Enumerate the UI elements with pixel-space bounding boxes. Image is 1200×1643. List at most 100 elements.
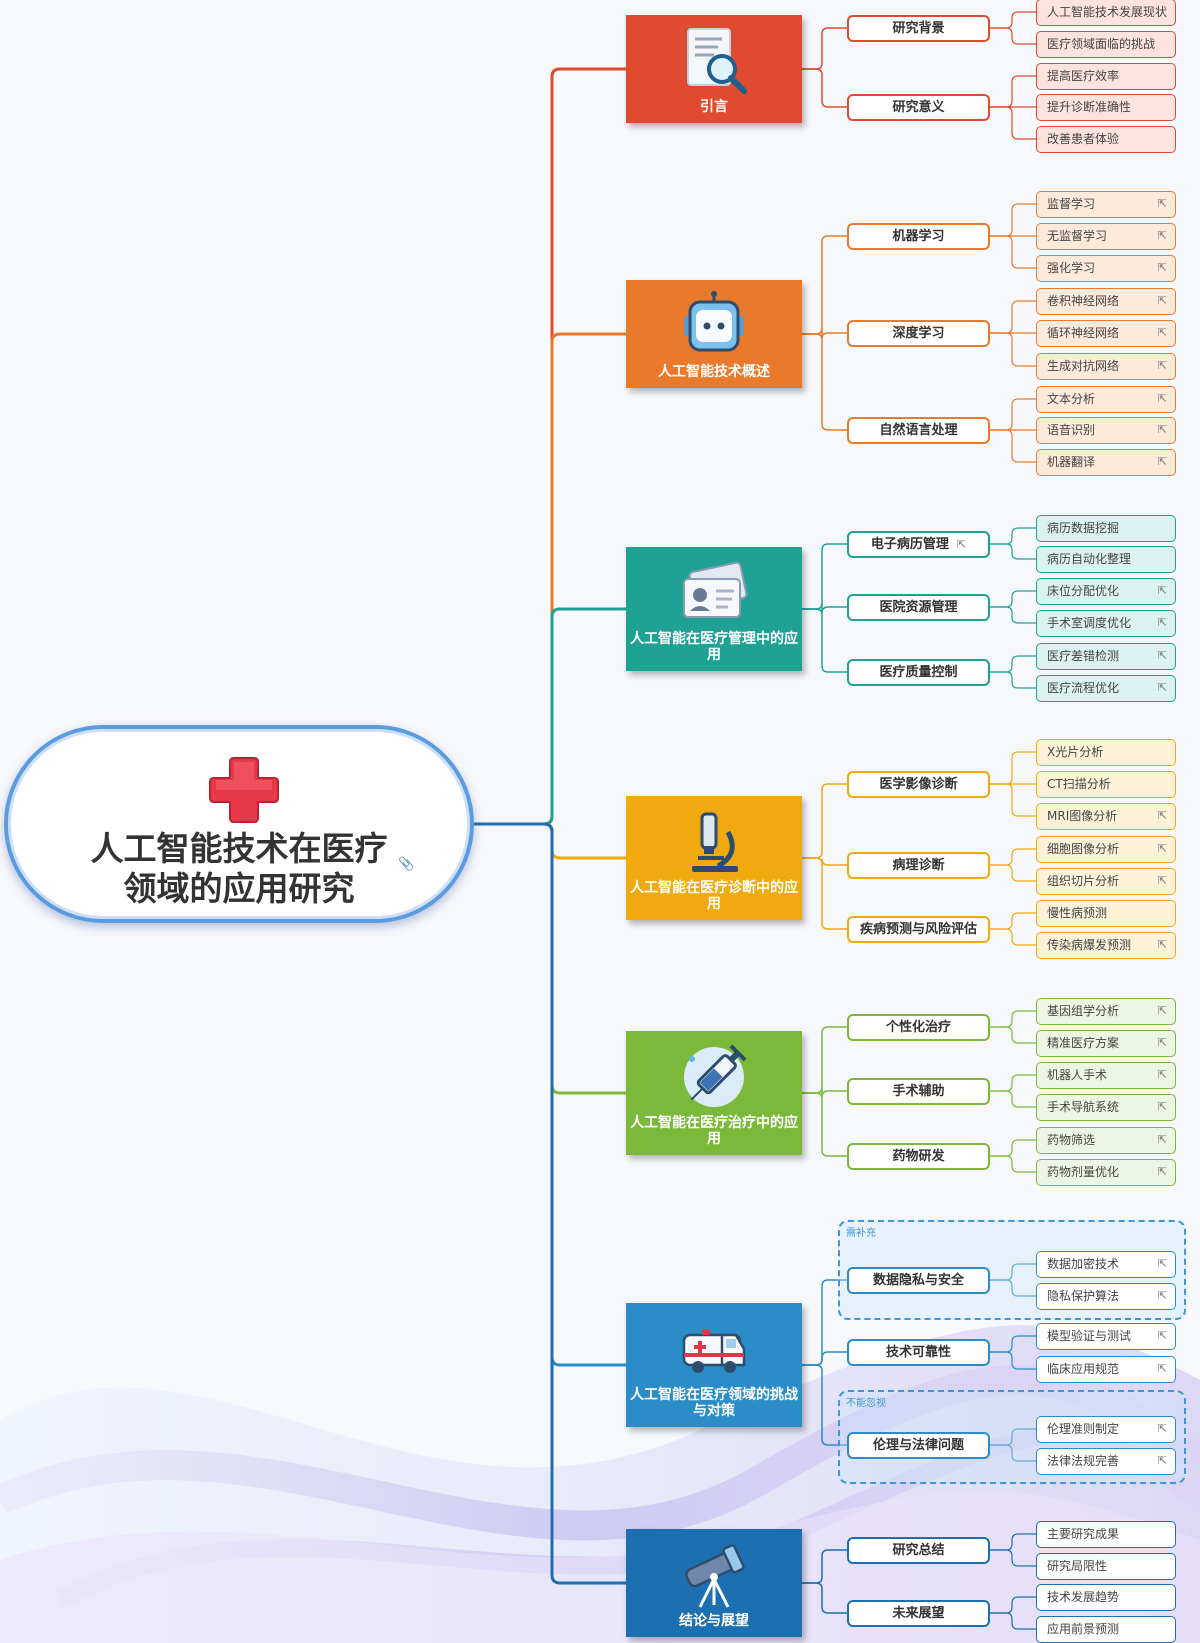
external-link-icon[interactable]: ⇱ [1157,583,1167,597]
topic-node[interactable]: 医院资源管理 [847,593,990,621]
subtopic-node[interactable]: X光片分析 [1036,738,1176,766]
subtopic-node[interactable]: 机器人手术⇱ [1036,1061,1176,1089]
branch-treatment[interactable]: 人工智能在医疗治疗中的应用 [626,1031,802,1155]
topic-node[interactable]: 手术辅助 [847,1077,990,1105]
external-link-icon[interactable]: ⇱ [1157,615,1167,629]
topic-node[interactable]: 机器学习 [847,222,990,250]
topic-node[interactable]: 数据隐私与安全 [847,1266,990,1294]
external-link-icon[interactable]: ⇱ [1157,1288,1167,1302]
external-link-icon[interactable]: ⇱ [1157,808,1167,822]
subtopic-node[interactable]: 循环神经网络⇱ [1036,319,1176,347]
topic-node[interactable]: 医疗质量控制 [847,658,990,686]
subtopic-node[interactable]: 数据加密技术⇱ [1036,1250,1176,1278]
external-link-icon[interactable]: ⇱ [1157,391,1167,405]
topic-node[interactable]: 研究总结 [847,1536,990,1564]
subtopic-node[interactable]: 语音识别⇱ [1036,416,1176,444]
external-link-icon[interactable]: ⇱ [1157,1132,1167,1146]
topic-node[interactable]: 伦理与法律问题 [847,1431,990,1459]
subtopic-node[interactable]: 临床应用规范⇱ [1036,1355,1176,1383]
root-node[interactable]: 人工智能技术在医疗 领域的应用研究 📎 [4,725,474,923]
subtopic-node[interactable]: 伦理准则制定⇱ [1036,1415,1176,1443]
topic-node[interactable]: 药物研发 [847,1142,990,1170]
topic-node[interactable]: 电子病历管理⇱ [847,530,990,558]
topic-node[interactable]: 病理诊断 [847,851,990,879]
topic-node[interactable]: 个性化治疗 [847,1013,990,1041]
external-link-icon[interactable]: ⇱ [1157,1421,1167,1435]
external-link-icon[interactable]: ⇱ [1157,1035,1167,1049]
external-link-icon[interactable]: ⇱ [1157,454,1167,468]
external-link-icon[interactable]: ⇱ [1157,1164,1167,1178]
subtopic-node[interactable]: 手术导航系统⇱ [1036,1093,1176,1121]
subtopic-node[interactable]: 医疗流程优化⇱ [1036,674,1176,702]
external-link-icon[interactable]: ⇱ [1157,1099,1167,1113]
subtopic-node[interactable]: 药物筛选⇱ [1036,1126,1176,1154]
external-link-icon[interactable]: ⇱ [1157,648,1167,662]
subtopic-node[interactable]: 慢性病预测 [1036,899,1176,927]
external-link-icon[interactable]: ⇱ [1157,1256,1167,1270]
topic-node[interactable]: 技术可靠性 [847,1338,990,1366]
topic-node[interactable]: 疾病预测与风险评估 [847,915,990,943]
branch-challenges[interactable]: 人工智能在医疗领域的挑战与对策 [626,1303,802,1427]
branch-overview[interactable]: 人工智能技术概述 [626,280,802,388]
subtopic-node[interactable]: 组织切片分析⇱ [1036,867,1176,895]
subtopic-node[interactable]: 手术室调度优化⇱ [1036,609,1176,637]
external-link-icon[interactable]: ⇱ [1157,873,1167,887]
external-link-icon[interactable]: ⇱ [1157,196,1167,210]
subtopic-node[interactable]: CT扫描分析 [1036,770,1176,798]
topic-node[interactable]: 自然语言处理 [847,416,990,444]
subtopic-node[interactable]: 法律法规完善⇱ [1036,1447,1176,1475]
topic-node[interactable]: 医学影像诊断 [847,770,990,798]
branch-intro[interactable]: 引言 [626,15,802,123]
subtopic-node[interactable]: 隐私保护算法⇱ [1036,1282,1176,1310]
subtopic-node[interactable]: MRI图像分析⇱ [1036,802,1176,830]
subtopic-node[interactable]: 技术发展趋势 [1036,1583,1176,1611]
branch-management[interactable]: 人工智能在医疗管理中的应用 [626,547,802,671]
external-link-icon[interactable]: ⇱ [956,537,967,551]
subtopic-node[interactable]: 传染病爆发预测⇱ [1036,931,1176,959]
subtopic-node[interactable]: 改善患者体验 [1036,125,1176,153]
branch-diagnosis[interactable]: 人工智能在医疗诊断中的应用 [626,796,802,920]
subtopic-node[interactable]: 药物剂量优化⇱ [1036,1158,1176,1186]
external-link-icon[interactable]: ⇱ [1157,228,1167,242]
external-link-icon[interactable]: ⇱ [1157,1067,1167,1081]
subtopic-node[interactable]: 卷积神经网络⇱ [1036,287,1176,315]
subtopic-node[interactable]: 机器翻译⇱ [1036,448,1176,476]
external-link-icon[interactable]: ⇱ [1157,1003,1167,1017]
branch-conclusion[interactable]: 结论与展望 [626,1529,802,1637]
subtopic-node[interactable]: 文本分析⇱ [1036,385,1176,413]
subtopic-node[interactable]: 病历自动化整理 [1036,545,1176,573]
subtopic-node[interactable]: 精准医疗方案⇱ [1036,1029,1176,1057]
subtopic-node[interactable]: 模型验证与测试⇱ [1036,1322,1176,1350]
subtopic-node[interactable]: 强化学习⇱ [1036,254,1176,282]
subtopic-node[interactable]: 病历数据挖掘 [1036,514,1176,542]
topic-node[interactable]: 未来展望 [847,1599,990,1627]
external-link-icon[interactable]: ⇱ [1157,325,1167,339]
subtopic-node[interactable]: 主要研究成果 [1036,1520,1176,1548]
external-link-icon[interactable]: ⇱ [1157,1453,1167,1467]
paperclip-icon[interactable]: 📎 [398,857,415,872]
external-link-icon[interactable]: ⇱ [1157,422,1167,436]
external-link-icon[interactable]: ⇱ [1157,1361,1167,1375]
external-link-icon[interactable]: ⇱ [1157,293,1167,307]
subtopic-node[interactable]: 生成对抗网络⇱ [1036,352,1176,380]
subtopic-node[interactable]: 提高医疗效率 [1036,62,1176,90]
subtopic-node[interactable]: 应用前景预测 [1036,1615,1176,1643]
subtopic-node[interactable]: 医疗领域面临的挑战 [1036,30,1176,58]
external-link-icon[interactable]: ⇱ [1157,937,1167,951]
subtopic-node[interactable]: 无监督学习⇱ [1036,222,1176,250]
subtopic-node[interactable]: 医疗差错检测⇱ [1036,642,1176,670]
subtopic-node[interactable]: 提升诊断准确性 [1036,93,1176,121]
topic-node[interactable]: 研究意义 [847,93,990,121]
subtopic-node[interactable]: 人工智能技术发展现状 [1036,0,1176,26]
external-link-icon[interactable]: ⇱ [1157,680,1167,694]
subtopic-node[interactable]: 床位分配优化⇱ [1036,577,1176,605]
external-link-icon[interactable]: ⇱ [1157,841,1167,855]
topic-node[interactable]: 深度学习 [847,319,990,347]
subtopic-node[interactable]: 细胞图像分析⇱ [1036,835,1176,863]
topic-node[interactable]: 研究背景 [847,14,990,42]
external-link-icon[interactable]: ⇱ [1157,260,1167,274]
subtopic-node[interactable]: 基因组学分析⇱ [1036,997,1176,1025]
subtopic-node[interactable]: 研究局限性 [1036,1552,1176,1580]
external-link-icon[interactable]: ⇱ [1157,358,1167,372]
subtopic-node[interactable]: 监督学习⇱ [1036,190,1176,218]
